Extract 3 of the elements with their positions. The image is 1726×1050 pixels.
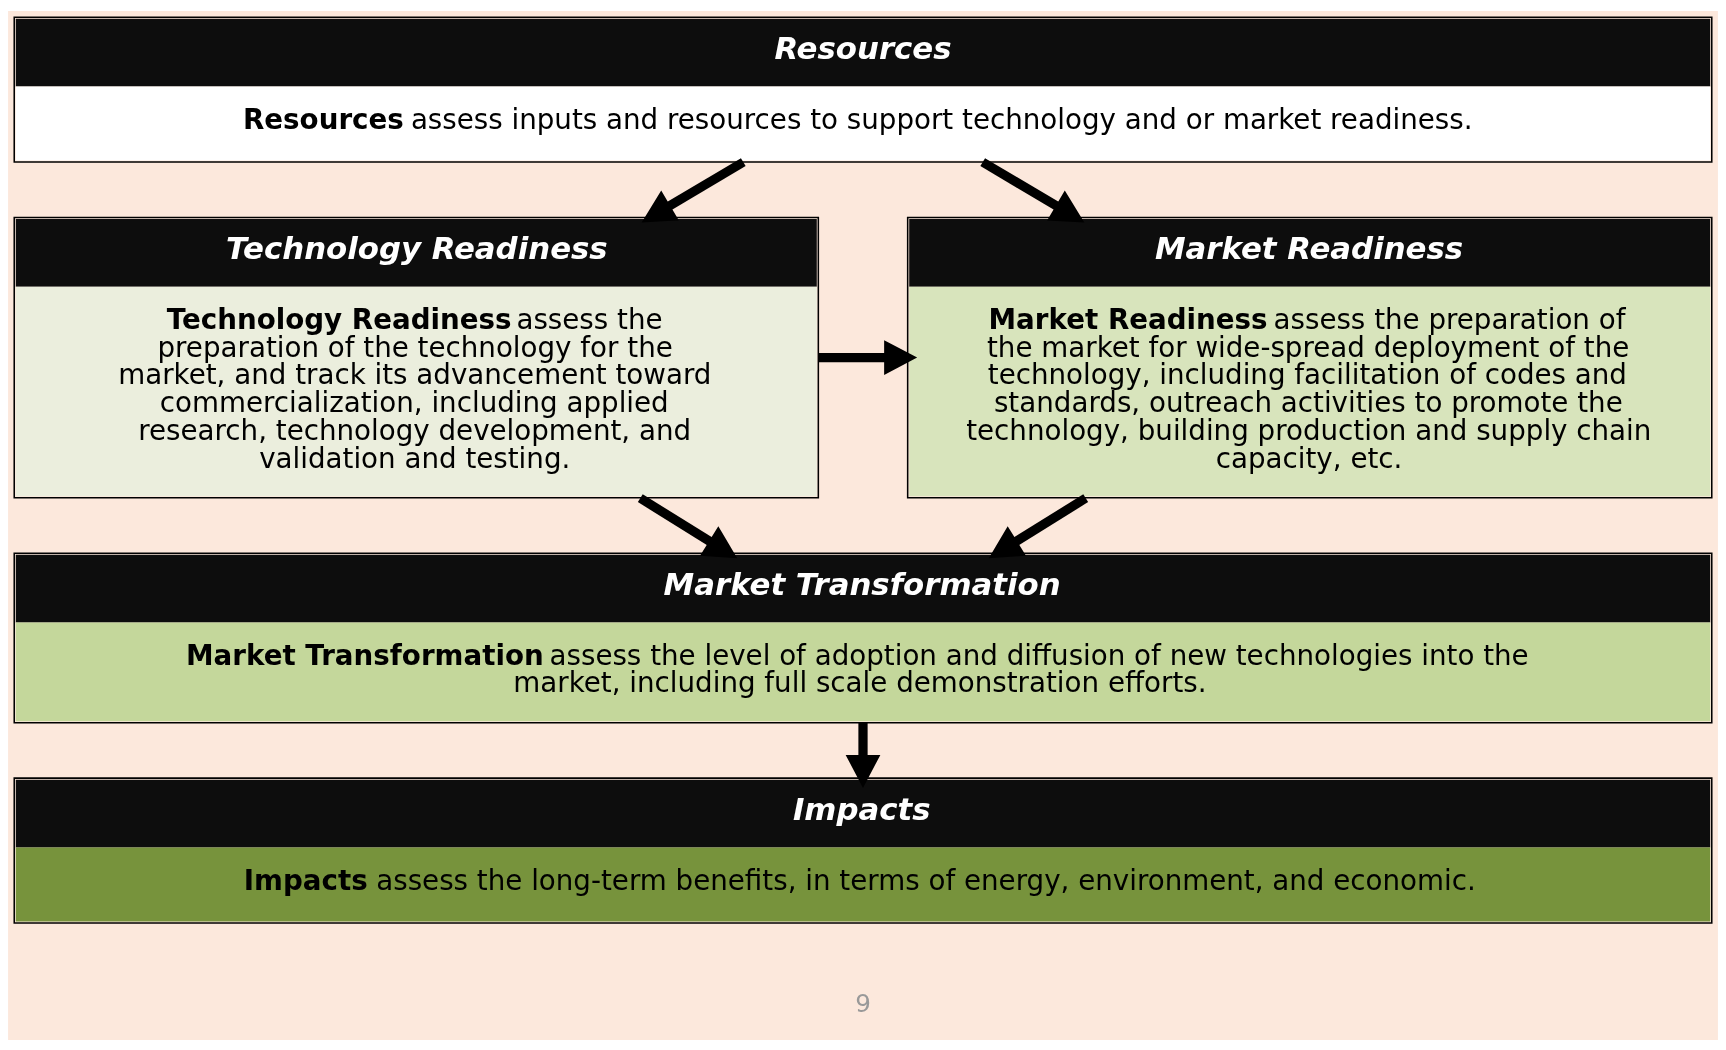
label: 9 (855, 988, 871, 1018)
arrow (845, 722, 881, 788)
arrow (818, 339, 918, 375)
